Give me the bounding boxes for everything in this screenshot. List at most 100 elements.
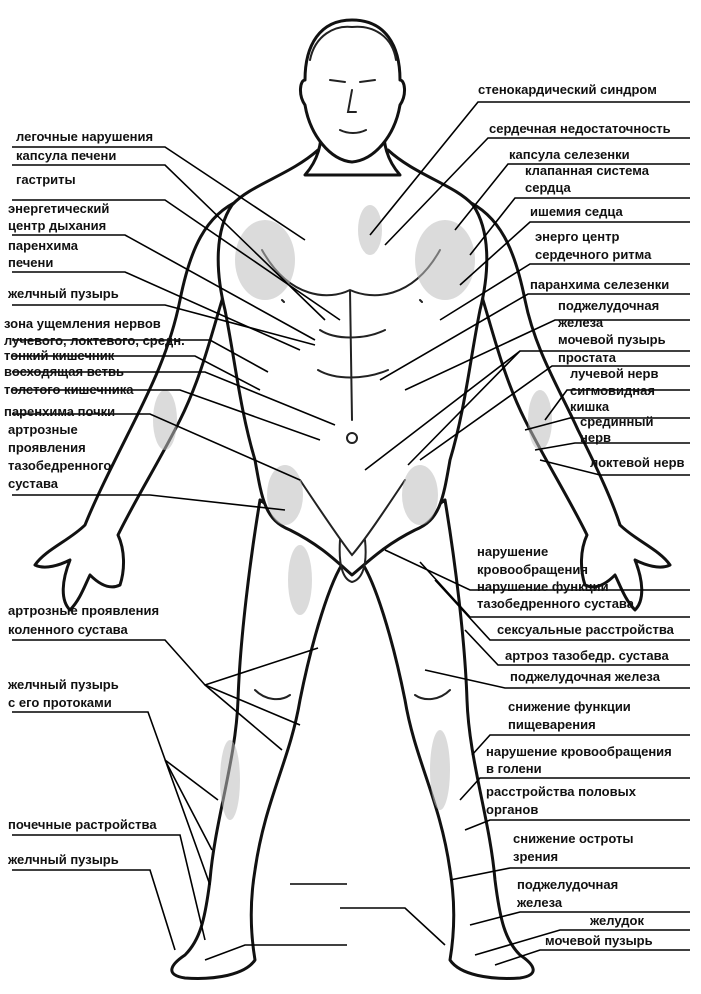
line-r5	[459, 221, 690, 286]
left-leg	[170, 498, 347, 980]
line-l16	[12, 869, 176, 951]
label-ulnar-nerve: локтевой нерв	[590, 455, 685, 470]
line-l6	[12, 304, 316, 346]
label-prostate: простата	[558, 350, 617, 365]
label-gallbladder-ducts-2: с его протоками	[8, 695, 112, 710]
line-l13a	[12, 639, 319, 686]
leader-lines	[12, 101, 690, 966]
label-ascending-branch: восходящая ветвь	[4, 364, 124, 379]
chest-lines	[261, 249, 441, 421]
label-pancreas-1: поджелудочная	[558, 298, 659, 313]
line-r25	[474, 929, 690, 956]
label-liver-parenchyma-2: печени	[8, 255, 53, 270]
label-energy-center-1: энергетический	[8, 201, 109, 216]
label-lung-disorders: легочные нарушения	[16, 129, 153, 144]
label-gallbladder-1: желчный пузырь	[7, 286, 119, 301]
label-angina: стенокардический синдром	[478, 82, 657, 97]
line-l11	[12, 413, 301, 481]
line-l2	[12, 164, 326, 321]
label-median-nerve-2: нерв	[580, 430, 611, 445]
label-rhythm-center-2: сердечного ритма	[535, 247, 652, 262]
line-l13c	[204, 684, 283, 751]
label-radial-nerve: лучевой нерв	[570, 366, 658, 381]
line-l14a	[12, 711, 211, 886]
label-heart-valves-1: клапанная система	[525, 163, 650, 178]
label-circulation-2: кровообращения	[477, 562, 588, 577]
right-labels: стенокардический синдром сердечная недос…	[477, 82, 685, 948]
label-shin-circulation-2: в голени	[486, 761, 542, 776]
label-liver-parenchyma-1: паренхима	[8, 238, 79, 253]
line-l12	[12, 494, 286, 511]
label-stomach: желудок	[589, 913, 644, 928]
line-r6	[439, 263, 690, 321]
label-rhythm-center-1: энерго центр	[535, 229, 619, 244]
line-r19	[424, 669, 690, 689]
label-hip-arthrosis-1: артрозные	[8, 422, 78, 437]
label-sigmoid-2: кишка	[570, 399, 610, 414]
line-r24	[469, 911, 690, 926]
label-digestion-1: снижение функции	[508, 699, 631, 714]
label-ischemia: ишемия седца	[530, 204, 624, 219]
label-vision-2: зрения	[513, 849, 558, 864]
line-l1	[12, 146, 306, 241]
line-l3	[12, 199, 341, 321]
line-r12	[524, 417, 690, 431]
line-r8	[404, 319, 690, 391]
label-pancreas-3: поджелудочная железа	[510, 669, 661, 684]
line-l10	[12, 389, 321, 441]
line-l4	[12, 234, 316, 341]
line-l13b	[204, 684, 301, 726]
label-heart-failure: сердечная недостаточность	[489, 121, 671, 136]
line-l14b	[164, 759, 219, 801]
groin	[299, 479, 406, 584]
label-hip-arthrosis-right: артроз тазобедр. сустава	[505, 648, 669, 663]
label-nerve-zone-2: лучевого, локтевого, средн.	[4, 333, 185, 348]
label-hip-arthrosis-4: сустава	[8, 476, 59, 491]
label-bladder-1: мочевой пузырь	[558, 332, 666, 347]
line-r22	[464, 819, 690, 831]
face-features	[329, 79, 376, 134]
label-digestion-2: пищеварения	[508, 717, 596, 732]
line-l8	[12, 355, 261, 391]
left-arm	[33, 198, 242, 612]
line-r21	[459, 777, 690, 801]
line-l15	[12, 834, 206, 941]
line-r17	[434, 579, 690, 641]
label-knee-arthrosis-2: коленного сустава	[8, 622, 128, 637]
label-sigmoid-1: сигмовидная	[570, 383, 655, 398]
line-blank-3	[204, 944, 347, 961]
hair	[309, 25, 397, 61]
label-large-intestine: толстого кишечника	[4, 382, 134, 397]
line-r10	[419, 365, 690, 461]
line-r15	[384, 549, 690, 591]
line-r2	[384, 137, 690, 246]
label-genital-disorders-2: органов	[486, 802, 538, 817]
label-circulation-1: нарушение	[477, 544, 548, 559]
label-hip-function-1: нарушение функции	[477, 579, 609, 594]
navel	[346, 432, 358, 444]
label-hip-function-2: тазобедренного сустава	[477, 596, 635, 611]
line-r11	[544, 389, 690, 421]
label-small-intestine: тонкий кишечник	[4, 348, 115, 363]
knee-lines	[254, 689, 451, 701]
label-hip-arthrosis-3: тазобедренного	[8, 458, 111, 473]
label-shin-circulation-1: нарушение кровообращения	[486, 744, 672, 759]
line-l9	[12, 371, 336, 426]
label-spleen-capsule: капсула селезенки	[509, 147, 630, 162]
label-liver-capsule: капсула печени	[16, 148, 116, 163]
label-hip-arthrosis-2: проявления	[8, 440, 86, 455]
line-r18	[464, 629, 690, 666]
line-r20	[471, 734, 690, 756]
line-r4	[469, 197, 690, 256]
label-pancreas-4: поджелудочная	[517, 877, 618, 892]
label-sexual-disorders: сексуальные расстройства	[497, 622, 675, 637]
label-vision-1: снижение остроты	[513, 831, 633, 846]
label-gallbladder-2: желчный пузырь	[7, 852, 119, 867]
label-median-nerve-1: срединный	[580, 414, 653, 429]
label-energy-center-2: центр дыхания	[8, 218, 106, 233]
line-r26	[494, 949, 690, 966]
label-spleen-parenchyma: паранхима селезенки	[530, 277, 669, 292]
label-bladder-2: мочевой пузырь	[545, 933, 653, 948]
right-arm	[463, 198, 672, 612]
